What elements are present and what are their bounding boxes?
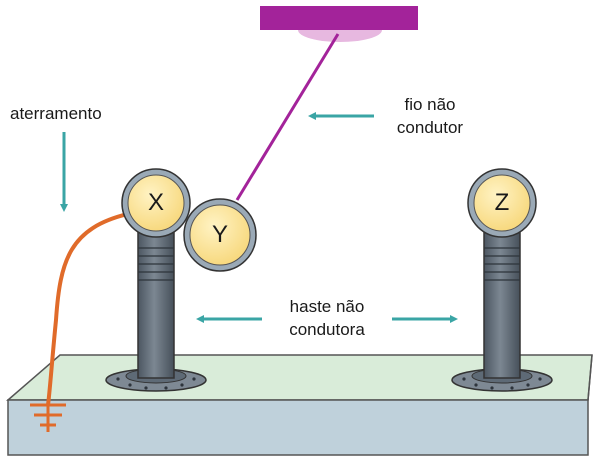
sphere-x-label: X — [147, 189, 164, 216]
sphere-z — [467, 168, 537, 238]
left-rod — [137, 231, 175, 379]
rod-label-line2: condutora — [289, 320, 365, 339]
right-rod — [483, 231, 521, 379]
sphere-y — [183, 198, 257, 272]
right-stand — [451, 231, 553, 392]
sphere-z-label: Z — [494, 189, 510, 216]
sphere-y-label: Y — [211, 221, 228, 248]
left-stand — [105, 231, 207, 392]
sphere-x — [121, 168, 191, 238]
grounding-label: aterramento — [10, 104, 102, 123]
thread-label-line1: fio não — [404, 95, 456, 114]
ceiling-support — [260, 6, 418, 42]
ceiling-bar — [260, 6, 418, 30]
rod-label-line1: haste não — [289, 297, 365, 316]
ground-wire — [46, 212, 129, 406]
ground-symbol — [30, 403, 66, 432]
non-conducting-thread — [235, 33, 340, 201]
thread-label-line2: condutor — [396, 118, 464, 137]
base-front — [7, 399, 589, 456]
